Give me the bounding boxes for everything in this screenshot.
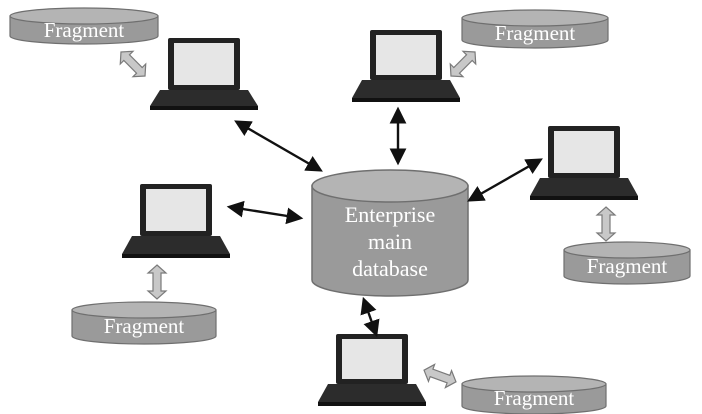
fragment-left: Fragment [71, 301, 217, 345]
fragment-cylinder-icon [563, 249, 691, 285]
link-arrow-left [226, 200, 304, 225]
fragment-right: Fragment [563, 241, 691, 285]
laptop-icon [352, 30, 460, 102]
fragment-label: Fragment [44, 18, 125, 42]
fragment-arrow-left [146, 264, 168, 300]
laptop-icon [530, 126, 638, 200]
fragment-cylinder-icon [71, 309, 217, 345]
fragment-bottom-right: Fragment [461, 375, 607, 414]
link-arrow-bottom [360, 296, 380, 338]
database-label-line-1: Enterprise [345, 202, 435, 227]
fragment-arrow-top-left [119, 50, 147, 78]
laptop-icon [318, 334, 426, 406]
link-arrow-right [467, 158, 543, 202]
database-label-line-3: database [352, 256, 428, 281]
fragment-top-left: Fragment [9, 7, 159, 45]
database-cylinder-icon [311, 185, 469, 297]
fragment-top-right: Fragment [461, 9, 609, 49]
fragment-label: Fragment [104, 314, 185, 338]
fragment-label: Fragment [495, 21, 576, 45]
laptop-icon [122, 184, 230, 258]
database-cylinder-top [311, 169, 469, 203]
database-label-line-2: main [368, 229, 412, 254]
fragment-arrow-top-right [449, 50, 477, 78]
fragment-arrow-bottom-right [423, 363, 457, 389]
fragment-label: Fragment [587, 254, 668, 278]
fragment-arrow-right [595, 206, 617, 242]
fragment-label: Fragment [494, 386, 575, 410]
enterprise-main-database: Enterprise main database [311, 169, 469, 297]
laptop-icon [150, 38, 258, 110]
link-arrow-top-left [234, 120, 323, 172]
